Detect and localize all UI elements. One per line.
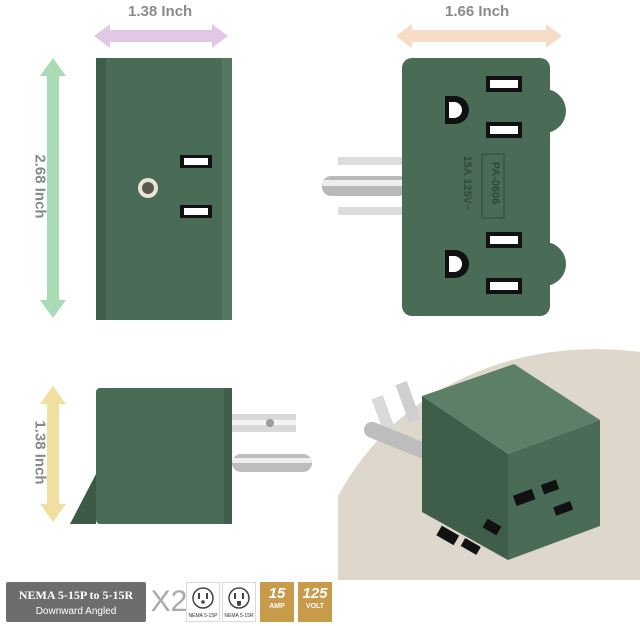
adapter-front-view (96, 58, 232, 320)
receptacle-caption: NEMA 5-15R (224, 613, 254, 619)
rating-marking: 15A 125V~ (461, 155, 473, 211)
front-height-label: 2.68 Inch (31, 154, 49, 219)
plug-caption: NEMA 5-15P (188, 613, 218, 619)
amp-value: 15 (268, 585, 286, 602)
arrow-front-height (40, 58, 66, 318)
arrow-bottom-height (40, 386, 66, 522)
volt-unit: VOLT (305, 603, 325, 610)
volt-spec-badge: 125 VOLT (298, 582, 332, 622)
plug-spec-badge: NEMA 5-15P (186, 582, 220, 622)
adapter-outlet-view (322, 58, 566, 316)
nema-title: NEMA 5-15P to 5-15R (18, 588, 134, 602)
model-marking: PA-0606 (489, 161, 501, 205)
plug-face-icon (192, 587, 214, 609)
nema-subtitle: Downward Angled (35, 606, 117, 617)
receptacle-spec-badge: NEMA 5-15R (222, 582, 256, 622)
arrow-side-width (396, 24, 562, 48)
adapter-angled-view (338, 349, 640, 580)
side-width-label: 1.66 Inch (445, 3, 510, 20)
volt-value: 125 (302, 585, 328, 602)
receptacle-face-icon (228, 587, 250, 609)
adapter-plug-view (70, 388, 312, 524)
quantity-label: X2 (150, 585, 188, 618)
amp-unit: AMP (269, 603, 285, 610)
front-width-label: 1.38 Inch (128, 3, 193, 20)
amp-spec-badge: 15 AMP (260, 582, 294, 622)
nema-spec-badge: NEMA 5-15P to 5-15R Downward Angled (6, 582, 146, 622)
bottom-height-label: 1.38 Inch (31, 420, 49, 485)
arrow-front-width (94, 24, 228, 48)
